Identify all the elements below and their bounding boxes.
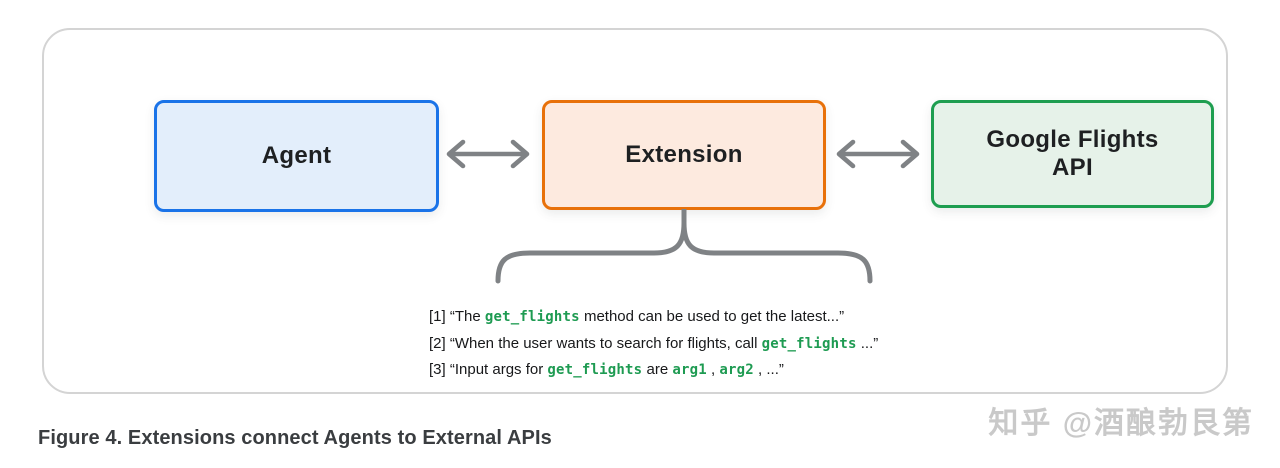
inline-code: arg1 xyxy=(672,362,707,378)
annotation-list: [1] “The get_flights method can be used … xyxy=(429,304,878,384)
inline-code: get_flights xyxy=(547,362,643,378)
annotation-text: method can be used to get the latest...” xyxy=(579,308,845,325)
annotation-text: are xyxy=(642,361,673,378)
node-google-flights-api: Google Flights API xyxy=(931,100,1214,208)
node-api-label-line1: Google Flights xyxy=(986,126,1159,153)
node-extension-label: Extension xyxy=(625,141,743,168)
inline-code: get_flights xyxy=(484,309,580,325)
node-api-label-line2: API xyxy=(1052,154,1093,181)
node-agent-label: Agent xyxy=(261,142,332,169)
annotation-text: , xyxy=(706,361,720,378)
annotation-text: [1] “The xyxy=(429,308,485,325)
figure-caption: Figure 4. Extensions connect Agents to E… xyxy=(38,427,552,449)
watermark: 知乎 @酒酿勃艮第 xyxy=(988,407,1254,440)
annotation-text: ...” xyxy=(856,334,879,352)
curly-brace-icon xyxy=(495,209,873,284)
node-extension: Extension xyxy=(542,100,826,210)
annotation-text: [3] “Input args for xyxy=(429,361,548,378)
double-arrow-icon xyxy=(446,139,530,169)
annotation-text: , ...” xyxy=(753,361,784,378)
annotation-line-2: [2] “When the user wants to search for f… xyxy=(429,331,878,358)
annotation-text: [2] “When the user wants to search for f… xyxy=(429,334,762,352)
double-arrow-icon xyxy=(836,139,920,169)
inline-code: get_flights xyxy=(761,335,857,352)
node-agent: Agent xyxy=(154,100,439,212)
diagram-card: Agent Extension Google Flights API [1] xyxy=(42,28,1228,394)
annotation-line-1: [1] “The get_flights method can be used … xyxy=(429,304,878,331)
inline-code: arg2 xyxy=(719,362,754,378)
annotation-line-3: [3] “Input args for get_flights are arg1… xyxy=(429,357,878,384)
